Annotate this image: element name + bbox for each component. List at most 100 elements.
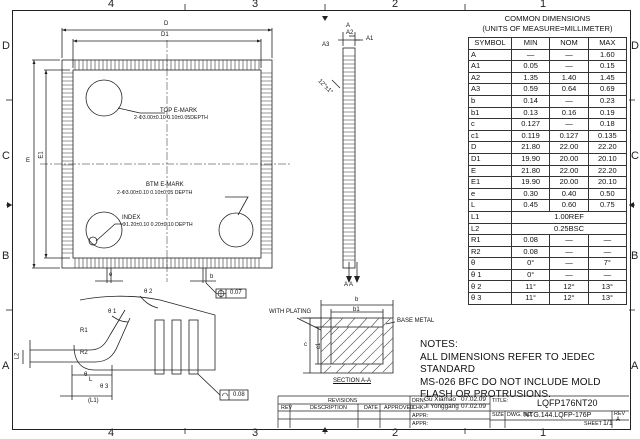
checked-label: CHK: (412, 405, 425, 411)
btm-emark-spec: 2-Φ3.00±0.10 0.10±0.05 DEPTH (117, 190, 193, 196)
label-L1: (L1) (88, 398, 99, 404)
table-cell-value: 0.23 (587, 94, 628, 108)
table-cell-value: 0.40 (549, 187, 589, 201)
zone-top-3: 3 (252, 0, 259, 10)
top-emark-label: TOP E-MARK (160, 108, 198, 114)
table-cell-value: — (587, 234, 628, 247)
table-cell-symbol: R2 (468, 245, 512, 259)
table-cell-value: — (549, 234, 589, 247)
zone-bottom-2: 2 (392, 427, 399, 439)
table-cell-value: 0° (510, 257, 551, 270)
label-A1: A1 (366, 36, 374, 42)
table-cell-value: 0.25BSC (511, 222, 627, 236)
table-header: NOM (549, 37, 589, 50)
dwg-label: DWG. NO. (507, 412, 533, 418)
notes-title: NOTES: (420, 339, 458, 350)
section-marks: A A (344, 282, 354, 288)
table-cell-value: 1.40 (549, 71, 589, 85)
zone-bottom-4: 4 (108, 427, 115, 439)
table-cell-value: 0.50 (587, 187, 628, 201)
label-theta1: θ 1 (108, 309, 117, 315)
table-cell-value: 0.18 (587, 118, 628, 131)
table-cell-symbol: E1 (468, 176, 512, 189)
rev-label: REV (614, 411, 626, 417)
table-cell-value: 13° (587, 292, 628, 305)
table-cell-value: 22.20 (587, 164, 628, 178)
label-theta3: θ 3 (100, 384, 109, 390)
table-cell-symbol: D (468, 141, 512, 154)
position-tolerance: 0.07 (230, 290, 242, 296)
title-label: TITLE: (492, 398, 509, 404)
table-cell-value: 22.00 (549, 164, 589, 178)
table-header: SYMBOL (468, 37, 512, 50)
table-cell-symbol: A2 (468, 71, 512, 85)
zone-left-D: D (2, 40, 10, 52)
table-cell-value: — (510, 48, 551, 62)
label-theta2: θ 2 (144, 289, 153, 295)
table-title-line2: (UNITS OF MEASURE=MILLIMETER) (482, 24, 613, 33)
table-cell-value: 20.00 (549, 152, 589, 166)
table-cell-value: 20.10 (587, 152, 628, 166)
table-header: MAX (587, 37, 628, 50)
table-cell-value: 0.08 (510, 245, 551, 259)
table-cell-symbol: b1 (468, 106, 512, 120)
label-L: L (89, 377, 93, 383)
drawing-frame (12, 10, 631, 430)
table-cell-symbol: R1 (468, 234, 512, 247)
label-theta: θ (84, 372, 88, 378)
appr-label: APPR: (412, 413, 429, 419)
rev-col-description: DESCRIPTION (310, 405, 347, 411)
dwg-number: NTG.144.LQFP-176P (524, 412, 592, 419)
zone-bottom-3: 3 (252, 427, 259, 439)
table-cell-value: 7° (587, 257, 628, 270)
table-cell-value: 0.59 (510, 83, 551, 96)
label-E1: E1 (38, 151, 45, 159)
table-title-line1: COMMON DIMENSIONS (504, 14, 591, 23)
table-cell-value: 0.135 (587, 129, 628, 143)
zone-top-1: 1 (540, 0, 547, 10)
section-c1: c1 (316, 342, 323, 350)
sheet-value: 1/1 (603, 420, 613, 427)
rev-value: A (616, 417, 621, 423)
table-cell-value: 0.14 (510, 94, 551, 108)
table-cell-symbol: θ 2 (468, 280, 512, 294)
notes-line3: FLASH OR PROTRUSIONS. (420, 389, 552, 400)
table-cell-value: 0.15 (587, 60, 628, 73)
table-cell-symbol: L (468, 199, 512, 212)
table-cell-value: 0.16 (549, 106, 589, 120)
section-b: b (355, 297, 359, 303)
zone-left-B: B (2, 250, 10, 262)
zone-bottom-1: 1 (540, 427, 547, 439)
top-emark-spec: 2-Φ3.00±0.10 0.10±0.05DEPTH (134, 115, 208, 121)
flatness-tolerance: 0.08 (233, 392, 245, 398)
base-metal-label: BASE METAL (397, 318, 435, 324)
table-cell-value: — (587, 268, 628, 282)
table-cell-symbol: c (468, 118, 512, 131)
table-cell-value: 0.127 (510, 118, 551, 131)
table-cell-value: 11° (510, 292, 551, 305)
notes-line2: MS-026 BFC DO NOT INCLUDE MOLD (420, 376, 601, 388)
section-c: c (304, 342, 307, 348)
table-cell-value: 12° (549, 280, 589, 294)
section-b1: b1 (353, 307, 360, 313)
table-cell-symbol: A3 (468, 83, 512, 96)
table-cell-value: 12° (549, 292, 589, 305)
checked-date: 07.02.09 (461, 403, 486, 410)
table-cell-value: 19.90 (510, 176, 551, 189)
table-cell-value: — (549, 48, 589, 62)
table-cell-symbol: E (468, 164, 512, 178)
table-cell-value: 0.30 (510, 187, 551, 201)
